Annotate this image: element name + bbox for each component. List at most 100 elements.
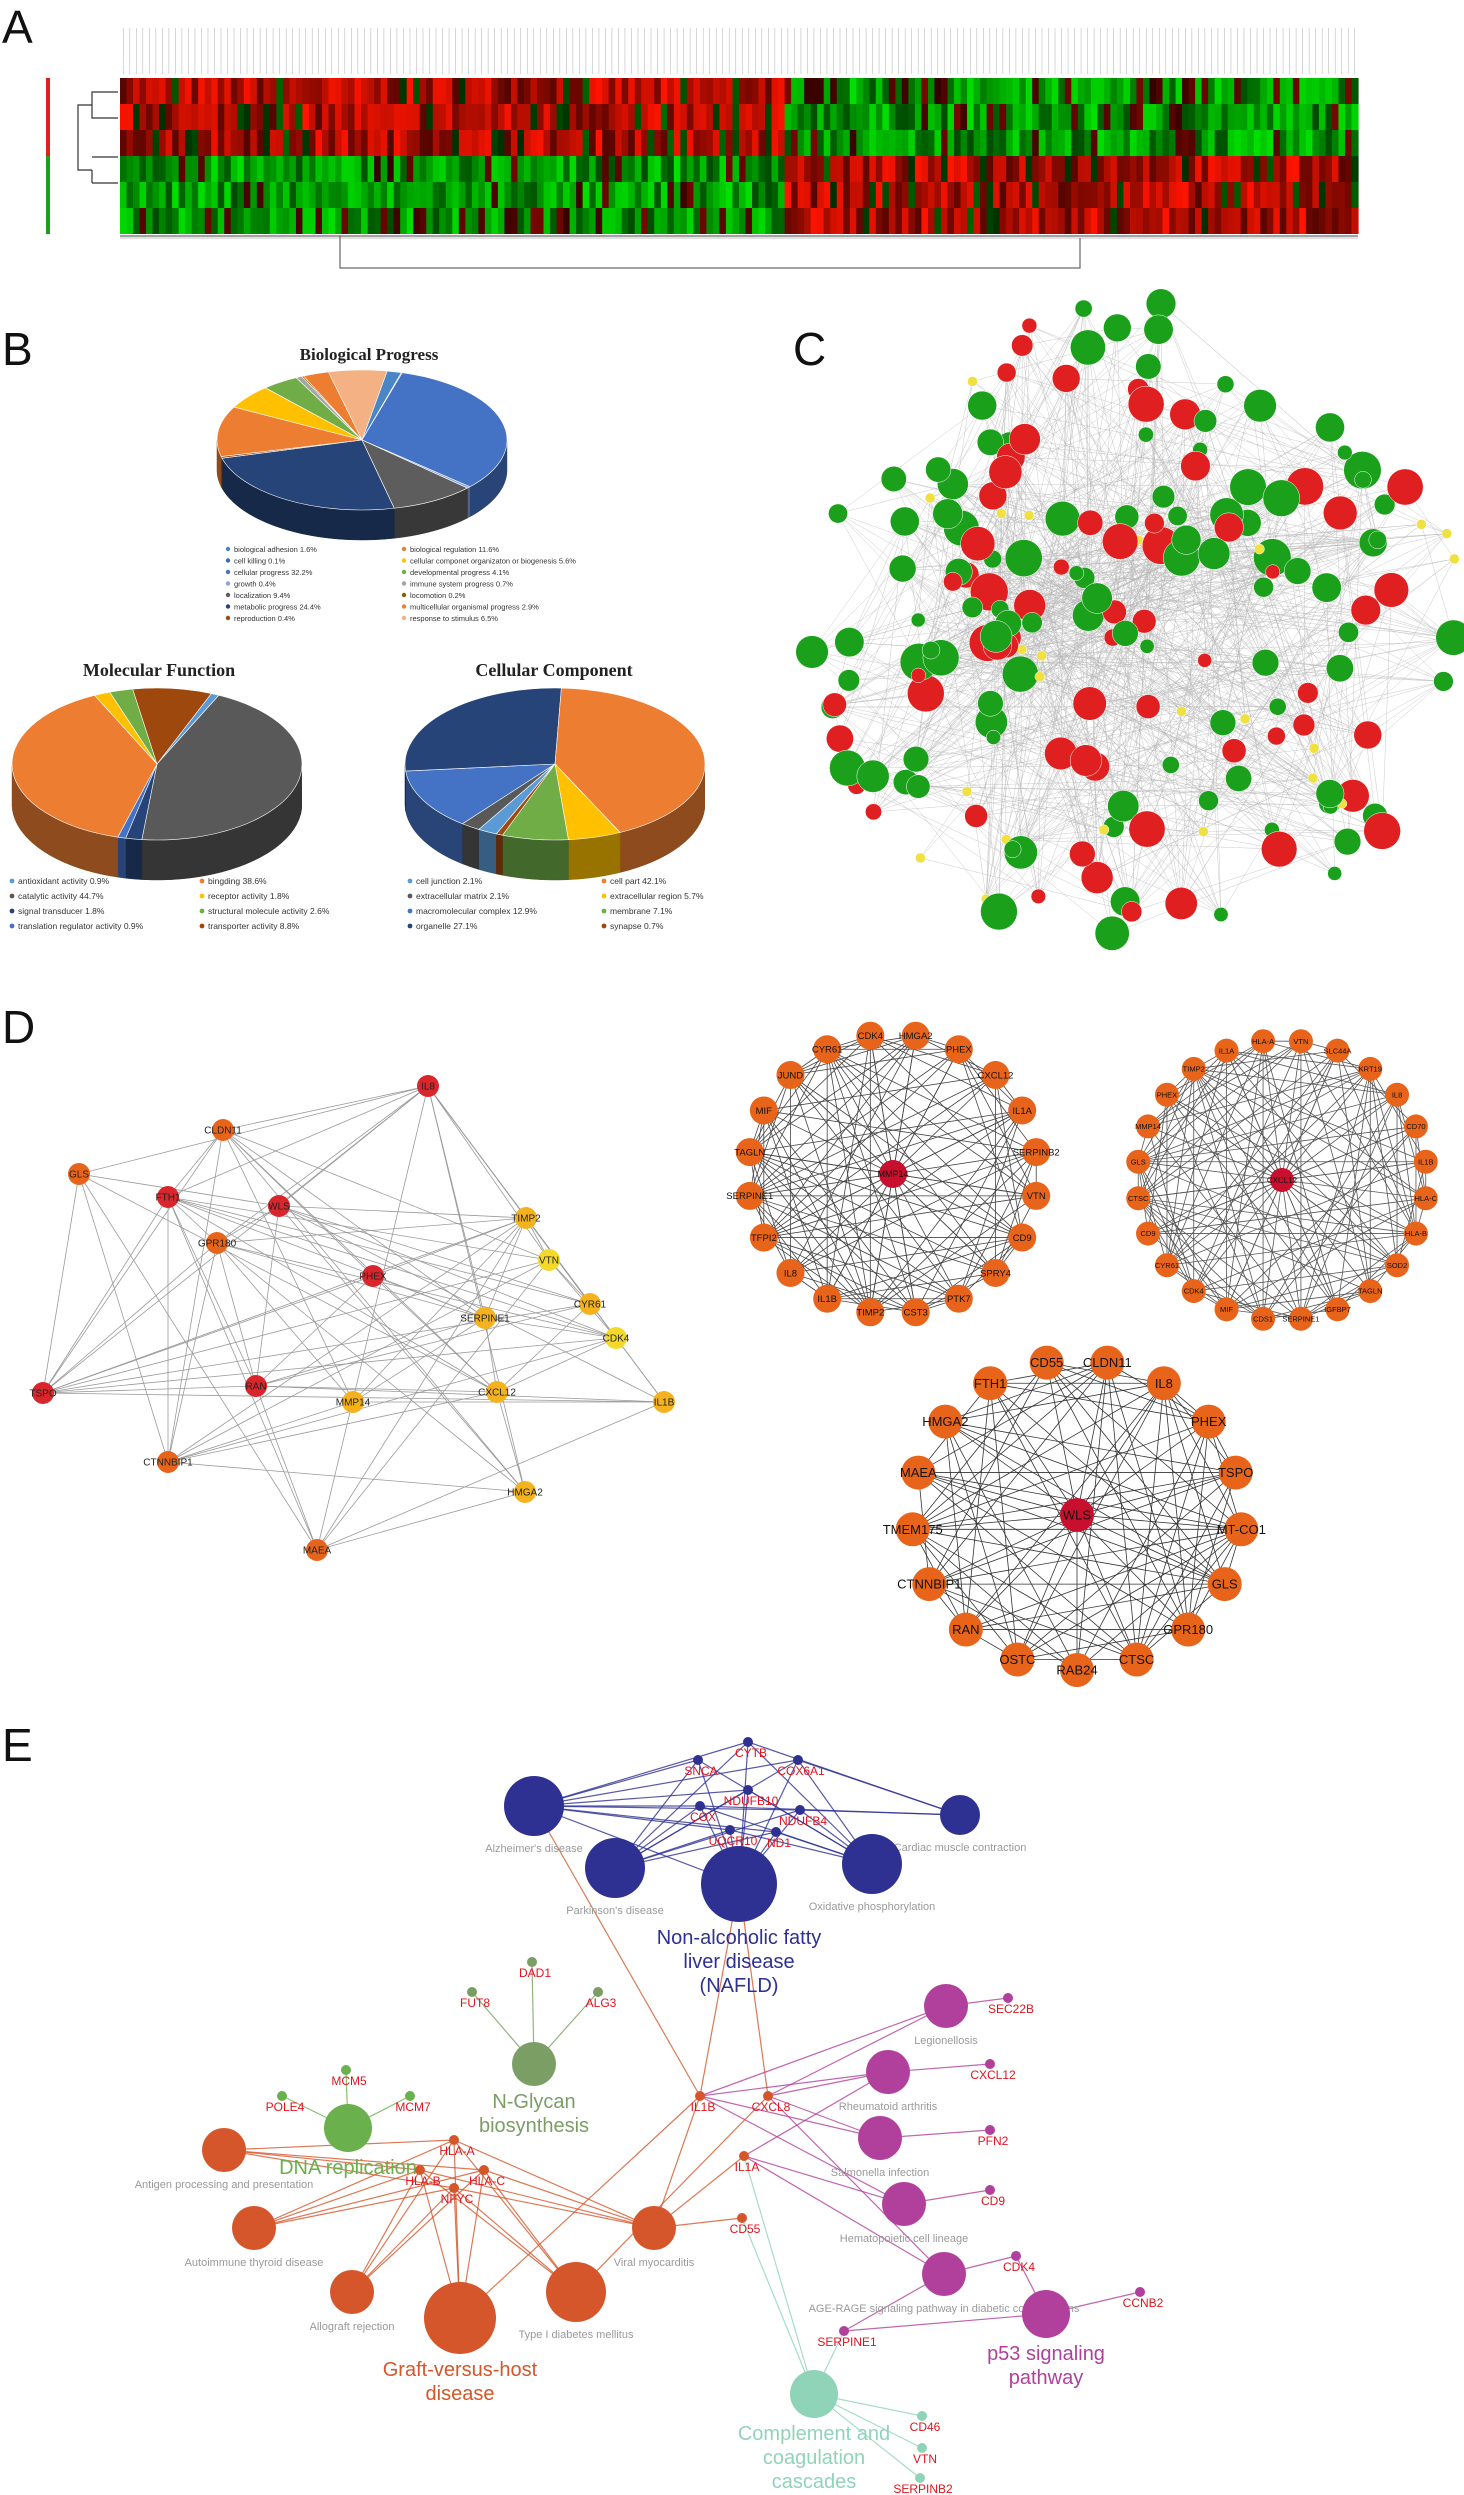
gene-node	[839, 2326, 849, 2336]
module-edge	[42, 1196, 169, 1394]
heatmap-cell	[1169, 208, 1177, 234]
heatmap-cell	[406, 104, 414, 130]
ring-edge	[929, 1514, 1078, 1585]
legend-label: antioxidant activity 0.9%	[18, 876, 110, 886]
heatmap-cell	[1149, 130, 1157, 156]
heatmap-cell	[354, 130, 362, 156]
heatmap-cell	[289, 208, 297, 234]
module-node	[32, 1382, 54, 1404]
module-edge	[496, 1391, 526, 1493]
heatmap-cell	[1103, 78, 1111, 104]
heatmap-cell	[185, 130, 193, 156]
heatmap-cell	[869, 156, 877, 182]
heatmap-cell	[263, 156, 271, 182]
heatmap-cell	[133, 208, 141, 234]
heatmap-cell	[1351, 182, 1359, 208]
heatmap-cell	[1253, 104, 1261, 130]
heatmap-cell	[478, 104, 486, 130]
heatmap-cell	[178, 182, 186, 208]
heatmap-cell	[276, 78, 284, 104]
module-edge	[167, 1391, 498, 1463]
heatmap-cell	[237, 104, 245, 130]
ppi-edge	[1010, 614, 1342, 804]
legend-label: synapse 0.7%	[610, 921, 664, 931]
ring-node	[813, 1035, 842, 1064]
ring-edge	[1337, 1233, 1417, 1310]
heatmap-cell	[458, 156, 466, 182]
pathway-edge	[453, 2139, 655, 2229]
ppi-edge	[985, 516, 1128, 900]
legend-swatch	[401, 604, 407, 609]
ppi-node	[1323, 495, 1358, 531]
ring-edge	[1281, 1179, 1371, 1292]
gene-node	[743, 1785, 753, 1795]
heatmap-cell	[328, 104, 336, 130]
heatmap-cell	[1045, 78, 1053, 104]
ring-edge	[912, 1528, 1137, 1660]
heatmap-cell	[439, 104, 447, 130]
pathway-cluster-label: N-Glycan	[492, 2091, 575, 2113]
module-edge	[222, 1129, 498, 1393]
gene-node	[341, 2065, 351, 2075]
heatmap-cell	[699, 104, 708, 130]
heatmap-cell	[1240, 182, 1248, 208]
gene-node	[593, 1987, 603, 1997]
heatmap-cell	[595, 182, 603, 208]
ppi-node	[890, 506, 920, 537]
module-node	[362, 1265, 384, 1287]
heatmap-cell	[862, 156, 870, 182]
heatmap-cell	[797, 104, 805, 130]
heatmap-cell	[940, 182, 949, 208]
heatmap-cell	[778, 78, 786, 104]
ppi-node	[1135, 694, 1161, 719]
heatmap-cell	[888, 182, 896, 208]
heatmap-cell	[354, 156, 362, 182]
heatmap-cell	[1195, 156, 1203, 182]
ppi-edge	[1144, 558, 1455, 622]
legend-label: cell killing 0.1%	[234, 557, 286, 566]
heatmap-cell	[1182, 156, 1190, 182]
heatmap-cell	[1090, 208, 1098, 234]
ring-edge	[1136, 1529, 1242, 1660]
ppi-node	[1363, 812, 1401, 850]
heatmap-cell	[393, 104, 401, 130]
heatmap-cell	[725, 104, 734, 130]
ppi-node	[1338, 621, 1359, 643]
heatmap-cell	[139, 208, 147, 234]
heatmap-cell	[804, 104, 812, 130]
heatmap-cell	[1156, 78, 1164, 104]
ring-node	[1358, 1056, 1383, 1081]
ring-edge	[790, 1074, 894, 1175]
heatmap-cell	[1116, 156, 1125, 182]
ppi-edge	[1029, 586, 1264, 606]
heatmap-cell	[882, 78, 890, 104]
gene-label: HLA-B	[405, 2174, 440, 2188]
heatmap-cell	[172, 182, 180, 208]
heatmap-cell	[250, 78, 258, 104]
heatmap-cell	[361, 104, 369, 130]
heatmap-cell	[133, 78, 141, 104]
module-node-label: CXCL12	[478, 1388, 516, 1399]
ring-edge	[1076, 1514, 1137, 1660]
ring-node	[901, 1455, 936, 1490]
ring-edge	[1193, 1050, 1338, 1292]
ppi-edge	[1117, 327, 1126, 634]
ppi-node	[925, 456, 952, 483]
heatmap-cell	[752, 130, 760, 156]
heatmap-cell	[282, 156, 291, 182]
ring-edge	[1147, 1126, 1283, 1181]
module-edge	[484, 1317, 498, 1393]
ring-hub-node	[879, 1160, 907, 1188]
heatmap-cell	[771, 182, 779, 208]
ppi-node	[960, 526, 996, 562]
heatmap-cell	[1142, 130, 1151, 156]
heatmap-cell	[211, 182, 219, 208]
ppi-node	[1373, 572, 1409, 608]
heatmap-cell	[282, 104, 291, 130]
heatmap-cell	[1064, 182, 1072, 208]
heatmap-cell	[752, 156, 760, 182]
ring-edge	[790, 1110, 1023, 1274]
ppi-edge	[856, 785, 1330, 794]
heatmap-cell	[308, 208, 317, 234]
heatmap-cell	[895, 208, 903, 234]
